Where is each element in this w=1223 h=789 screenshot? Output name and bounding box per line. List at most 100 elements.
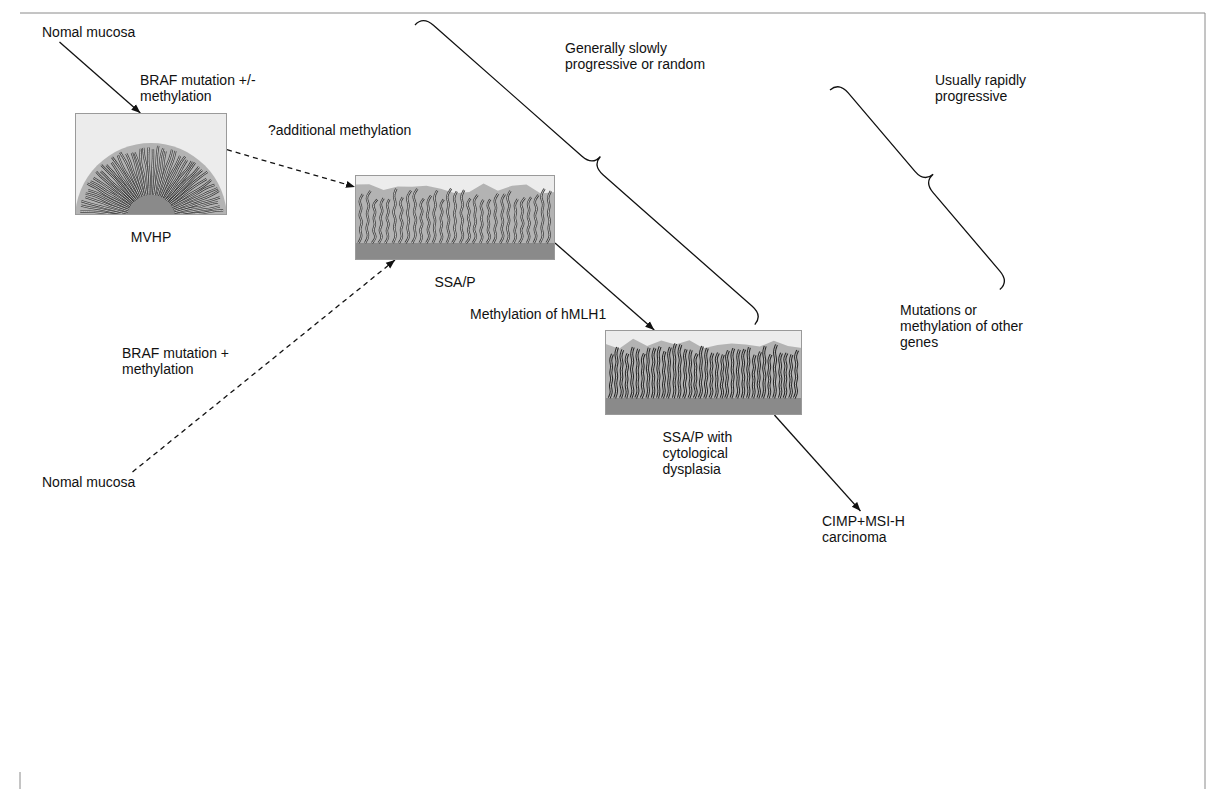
crypt-lumen	[379, 198, 384, 243]
histology-node: SSA/P	[355, 175, 555, 292]
crypt-lumen	[779, 353, 781, 398]
crypt	[794, 350, 797, 398]
crypt-lumen	[689, 350, 691, 398]
crypt-lumen	[715, 353, 718, 398]
crypt-lumen	[385, 199, 389, 243]
stage-label: CIMP+MSI-H carcinoma	[820, 511, 910, 547]
image-ground	[605, 330, 802, 415]
crypt	[631, 347, 633, 398]
crypt-lumen	[641, 354, 644, 398]
crypt	[399, 197, 403, 243]
crypt-lumen	[626, 354, 628, 398]
crypt-lumen	[784, 353, 787, 398]
edge-label-holder: BRAF mutation + methylation	[122, 345, 236, 377]
crypt-lumen	[358, 194, 362, 243]
crypt	[513, 199, 517, 243]
end-term: CIMP+MSI-H carcinoma	[820, 511, 910, 547]
crypt-lumen	[452, 192, 456, 243]
crypt-lumen	[673, 344, 675, 398]
crypt	[737, 350, 740, 398]
stage-label: Nomal mucosa	[40, 472, 137, 492]
start-term: Nomal mucosa	[40, 472, 137, 492]
crypt-lumen	[433, 190, 438, 243]
image-border	[606, 331, 802, 415]
edge-label-holder: ?additional methylation	[268, 122, 411, 138]
crypt	[379, 198, 384, 243]
crypt	[710, 353, 713, 398]
histology-frame	[355, 175, 555, 260]
crypt-lumen	[493, 194, 498, 243]
crypt-lumen	[399, 197, 403, 243]
crypt	[385, 199, 389, 243]
crypt	[748, 347, 750, 398]
note-holder: Usually rapidly progressive	[935, 72, 1039, 104]
crypt	[547, 191, 551, 243]
crypt-lumen	[393, 189, 397, 243]
crypt	[527, 197, 531, 243]
crypt	[519, 198, 525, 243]
crypt	[641, 354, 644, 398]
crypt-lumen	[774, 345, 777, 398]
edge-label-holder: BRAF mutation +/- methylation	[140, 72, 262, 104]
image-ground	[355, 175, 555, 260]
crypt	[753, 355, 755, 398]
crypt-lumen	[412, 189, 417, 243]
edge-label: BRAF mutation +/- methylation	[140, 72, 262, 104]
crypt	[689, 350, 691, 398]
crypt-lumen	[406, 191, 411, 243]
crypt-lumen	[426, 196, 431, 243]
crypt	[148, 148, 150, 195]
progression-note: Usually rapidly progressive	[935, 72, 1039, 104]
polyp-mound	[355, 184, 555, 260]
start-term: Nomal mucosa	[40, 22, 137, 42]
crypt	[493, 194, 498, 243]
crypt-lumen	[372, 199, 377, 243]
solid-arrow	[774, 415, 860, 511]
crypt	[790, 355, 792, 398]
crypt-lumen	[615, 347, 618, 398]
crypt	[615, 347, 618, 398]
crypt-lumen	[534, 195, 539, 243]
crypt-lumen	[466, 199, 470, 243]
crypt-lumen	[365, 191, 371, 243]
crypt	[652, 348, 655, 398]
polyp-mound	[605, 339, 802, 415]
crypt-lumen	[705, 348, 708, 398]
crypt-lumen	[748, 347, 750, 398]
edge-label: ?additional methylation	[268, 122, 411, 138]
crypt-lumen	[487, 199, 491, 243]
crypt-lumen	[148, 148, 150, 195]
image-caption: SSA/P with cytological dysplasia	[661, 427, 747, 479]
crypt	[647, 348, 649, 398]
crypt	[726, 351, 729, 398]
crypt	[705, 348, 708, 398]
crypt-lumen	[507, 191, 511, 243]
crypt-lumen	[658, 347, 661, 398]
crypt	[440, 199, 444, 243]
crypt	[540, 189, 545, 243]
solid-arrow	[59, 42, 140, 113]
crypt	[452, 192, 456, 243]
crypt-lumen	[473, 195, 478, 243]
crypt	[683, 349, 686, 398]
crypt-lumen	[662, 352, 664, 398]
crypt	[626, 354, 628, 398]
crypt	[699, 346, 702, 398]
crypt-lumen	[621, 350, 623, 398]
crypt-lumen	[742, 349, 745, 398]
crypt	[358, 194, 362, 243]
figure-frame	[20, 13, 1205, 789]
crypt	[406, 191, 411, 243]
crypt-lumen	[710, 353, 713, 398]
crypt-lumen	[631, 347, 633, 398]
crypt-lumen	[667, 347, 670, 398]
crypt-lumen	[636, 349, 639, 398]
crypt-lumen	[420, 199, 424, 243]
edge-label-holder: Mutations or methylation of other genes	[900, 302, 1032, 350]
note-holder: Generally slowly progressive or random	[565, 40, 713, 72]
histology-frame	[75, 113, 227, 215]
crypt-lumen	[753, 355, 755, 398]
crypt-lumen	[721, 355, 723, 398]
crypt	[774, 345, 777, 398]
